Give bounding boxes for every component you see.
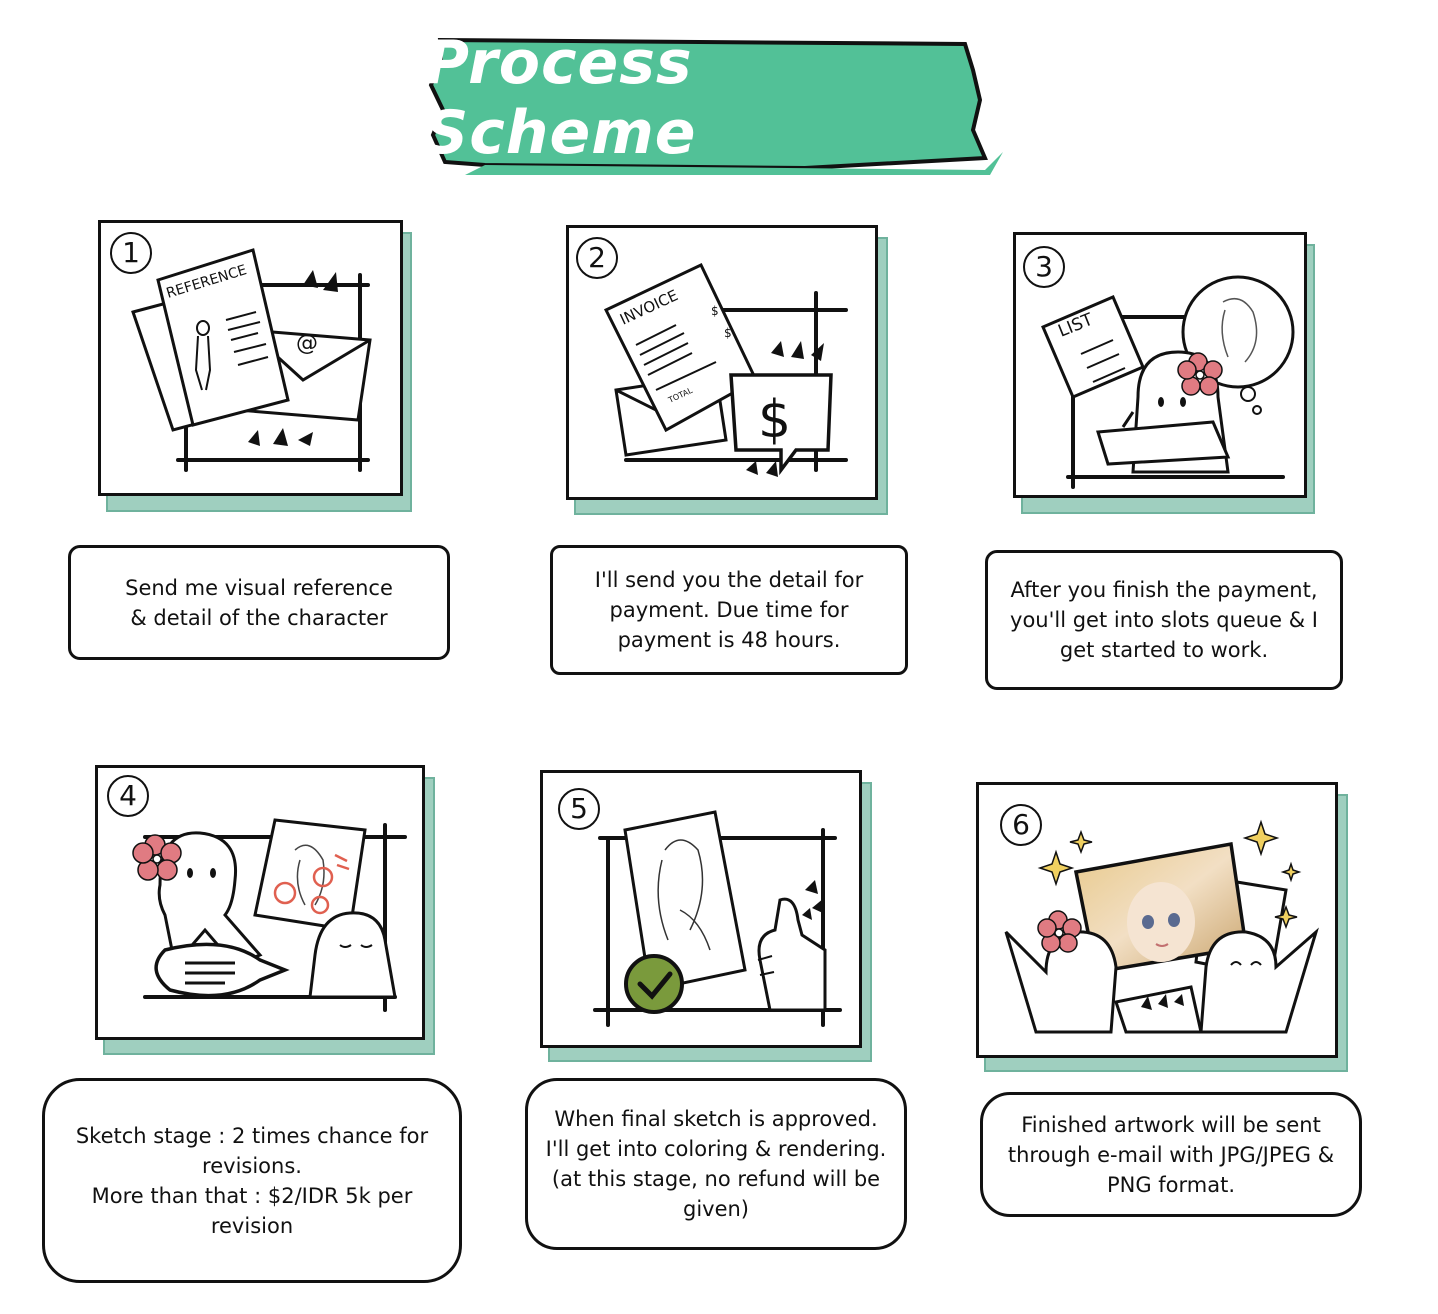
caption-line: After you finish the payment,	[1010, 578, 1318, 602]
title-banner: Process Scheme	[425, 27, 1005, 175]
dollar-speech-bubble-icon: $	[729, 373, 833, 476]
svg-text:$: $	[758, 390, 791, 450]
step-number: 1	[110, 232, 152, 274]
step-6-illustration	[1004, 819, 1319, 1034]
step-6-panel: 6	[976, 782, 1348, 1072]
step-6-caption: Finished artwork will be sent through e-…	[980, 1092, 1362, 1217]
step-2-panel: INVOICE TOTAL $ $ $ 2	[566, 225, 888, 515]
step-number: 6	[1000, 804, 1042, 846]
step-5-caption: When final sketch is approved. I'll get …	[525, 1078, 907, 1250]
caption-line: Send me visual reference	[125, 575, 393, 600]
step-2-caption: I'll send you the detail for payment. Du…	[550, 545, 908, 675]
step-3-illustration: LIST	[1041, 275, 1295, 489]
step-number: 5	[558, 788, 600, 830]
step-2-illustration: INVOICE TOTAL $ $ $	[603, 263, 848, 477]
svg-text:@: @	[296, 331, 318, 356]
speech-bubble-icon	[154, 942, 290, 998]
caption-line: When final sketch is approved.	[554, 1107, 878, 1131]
caption-line: (at this stage, no refund will be	[551, 1167, 881, 1191]
caption-line: Sketch stage : 2 times chance for	[75, 1123, 429, 1148]
client-character-icon	[308, 911, 397, 999]
caption-line: I'll get into coloring & rendering.	[545, 1137, 887, 1161]
caption-line: payment is 48 hours.	[617, 628, 841, 652]
approved-sketch-icon	[623, 810, 747, 992]
caption-line: revisions.	[202, 1153, 302, 1178]
step-5-illustration	[593, 810, 842, 1027]
svg-text:$: $	[724, 326, 732, 340]
step-3-panel: LIST 3	[1013, 232, 1315, 514]
caption-line: get started to work.	[1059, 638, 1269, 662]
title-banner-shape	[428, 37, 1003, 175]
caption-line: & detail of the character	[130, 605, 388, 630]
flower-icon	[1037, 910, 1082, 953]
thumbs-up-icon	[757, 897, 827, 1012]
step-number: 3	[1023, 246, 1065, 288]
step-number: 4	[107, 775, 149, 817]
flower-icon	[1177, 352, 1223, 396]
step-5-panel: 5	[540, 770, 872, 1062]
caption-line: payment. Due time for	[609, 598, 849, 622]
list-icon: LIST	[1041, 295, 1145, 399]
step-4-panel: 4	[95, 765, 435, 1055]
step-number: 2	[576, 237, 618, 279]
reference-document-icon: REFERENCE	[131, 248, 290, 432]
thought-bubble-icon	[1181, 275, 1295, 415]
page-title: Process Scheme	[425, 27, 697, 168]
step-3-caption: After you finish the payment, you'll get…	[985, 550, 1343, 690]
caption-line: Finished artwork will be sent	[1021, 1112, 1321, 1137]
step-1-illustration: @ REFERENCE	[131, 248, 372, 472]
caption-line: revision	[210, 1213, 294, 1238]
sparkle-icon	[1037, 819, 1302, 930]
caption-line: More than that : $2/IDR 5k per	[91, 1183, 413, 1208]
step-1-panel: @ REFERENCE 1	[98, 220, 413, 512]
svg-text:$: $	[711, 304, 719, 318]
caption-line: PNG format.	[1106, 1172, 1236, 1197]
character-icon	[157, 831, 263, 969]
caption-line: you'll get into slots queue & I	[1010, 608, 1318, 632]
caption-line: given)	[682, 1197, 749, 1221]
step-4-illustration	[132, 818, 407, 1012]
step-4-caption: Sketch stage : 2 times chance for revisi…	[42, 1078, 462, 1283]
flower-icon	[132, 834, 182, 881]
step-1-caption: Send me visual reference & detail of the…	[68, 545, 450, 660]
check-icon	[624, 954, 684, 1014]
caption-line: through e-mail with JPG/JPEG &	[1007, 1142, 1335, 1167]
caption-line: I'll send you the detail for	[594, 568, 864, 592]
celebration-icon	[1004, 927, 1319, 1034]
